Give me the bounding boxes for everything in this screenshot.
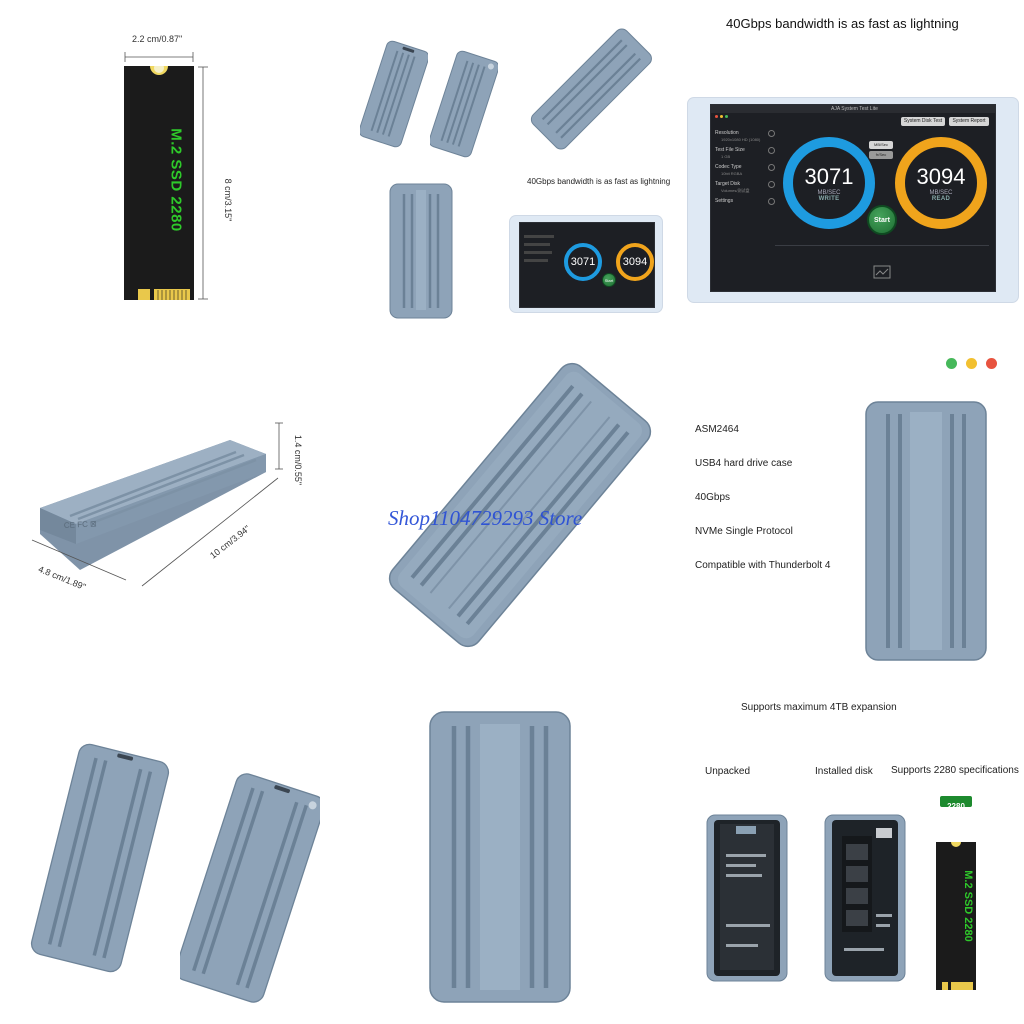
ssd-small-label: M.2 SSD 2280 — [962, 870, 974, 942]
read-ring: 3094 MB/SEC READ — [895, 137, 987, 229]
side-resolution[interactable]: Resolution — [715, 129, 775, 137]
feature-item: NVMe Single Protocol — [695, 526, 793, 537]
side-target-disk[interactable]: Target Disk — [715, 180, 775, 188]
large-monitor-screen: AJA System Test Lite System Disk Test Sy… — [710, 104, 996, 292]
feature-item: Compatible with Thunderbolt 4 — [695, 560, 831, 571]
ssd-width-label: 2.2 cm/0.87" — [132, 34, 183, 44]
small-monitor-caption: 40Gbps bandwidth is as fast as lightning — [527, 177, 671, 186]
side-resolution-value: 1920x1080 HD (1080) — [721, 137, 761, 142]
width-dim-line — [31, 539, 127, 581]
size-badge-label: 2280 — [947, 802, 965, 811]
ssd-length-dim-line — [198, 66, 208, 300]
enclosure-upright-small — [389, 183, 453, 319]
feature-item: ASM2464 — [695, 424, 739, 435]
large-monitor-caption: 40Gbps bandwidth is as fast as lightning — [726, 16, 959, 31]
unit-frsec-pill[interactable]: fr/Sec — [869, 151, 893, 159]
expansion-title: Supports maximum 4TB expansion — [741, 702, 897, 713]
small-monitor: 3071 3094 Start — [510, 216, 662, 312]
read-value: 3094 — [916, 164, 966, 189]
unit-mbsec-pill[interactable]: MB/Sec — [869, 141, 893, 149]
side-settings[interactable]: Settings — [715, 197, 775, 205]
write-unit: MB/SEC — [817, 190, 841, 196]
feature-item: 40Gbps — [695, 492, 731, 503]
enclosure-upright-right — [865, 401, 987, 661]
svg-text:CE FC ⊠: CE FC ⊠ — [64, 519, 97, 530]
enclosure-tilted-1 — [360, 40, 428, 148]
graph-area — [775, 245, 989, 246]
size-badge: 2280 — [940, 796, 972, 811]
app-title-bar: AJA System Test Lite — [711, 105, 995, 118]
enclosure-diagonal-small — [530, 28, 652, 150]
color-dot-green[interactable] — [946, 358, 957, 369]
height-label: 1.4 cm/0.55" — [293, 434, 303, 486]
small-sidebar — [524, 235, 558, 285]
height-dim-line — [275, 422, 283, 470]
store-watermark: Shop1104729293 Store — [388, 506, 583, 530]
color-dot-yellow[interactable] — [966, 358, 977, 369]
unpacked-caption: Unpacked — [705, 766, 751, 777]
side-codec-value: 10bit RGBA — [721, 171, 743, 176]
installed-caption: Installed disk — [815, 766, 873, 777]
spec-caption: Supports 2280 specifications — [891, 765, 1019, 776]
write-ring: 3071 MB/SEC WRITE — [783, 137, 875, 229]
app-title: AJA System Test Lite — [831, 106, 878, 112]
small-write-ring: 3071 — [564, 243, 602, 281]
enclosure-diagonal-large — [388, 362, 652, 648]
enclosure-upright-center — [429, 711, 571, 1003]
write-label: WRITE — [818, 196, 840, 202]
write-value: 3071 — [804, 164, 854, 189]
start-label: Start — [874, 216, 890, 224]
large-monitor: AJA System Test Lite System Disk Test Sy… — [688, 98, 1018, 302]
small-start-label: Start — [604, 277, 614, 283]
ssd-diagram: 2.2 cm/0.87" M.2 SSD 2280 8 cm/3.15" — [110, 30, 240, 305]
open-enclosure-installed — [824, 814, 906, 982]
small-write-value: 3071 — [570, 256, 596, 268]
ssd-width-dim-line — [124, 52, 194, 62]
small-start-button[interactable]: Start — [602, 273, 616, 287]
system-report-button[interactable]: System Report — [949, 117, 989, 126]
read-unit: MB/SEC — [929, 190, 953, 196]
graph-icon[interactable] — [873, 265, 891, 279]
settings-sidebar: Resolution 1920x1080 HD (1080) Test File… — [715, 129, 775, 205]
side-file-size-value: 1 GB — [721, 154, 731, 159]
dimension-diagram: CE FC ⊠ 1.4 cm/0.55" 10 cm/3.94" 4.8 cm/… — [30, 420, 320, 600]
feature-item: USB4 hard drive case — [695, 458, 793, 469]
small-monitor-screen: 3071 3094 Start — [519, 222, 655, 308]
feature-list: ASM2464 USB4 hard drive case 40Gbps NVMe… — [695, 424, 865, 594]
side-codec[interactable]: Codec Type — [715, 163, 775, 171]
ssd-board-small — [936, 842, 976, 990]
start-button[interactable]: Start — [867, 205, 897, 235]
ssd-board — [124, 66, 194, 300]
enclosure-pair-right — [180, 773, 320, 1003]
color-dot-red[interactable] — [986, 358, 997, 369]
side-target-disk-value: Volumes/测试盘 — [721, 188, 750, 193]
length-dim-line — [141, 477, 279, 587]
enclosure-perspective: CE FC ⊠ — [40, 440, 266, 570]
open-enclosure-unpacked — [706, 814, 788, 982]
ssd-label: M.2 SSD 2280 — [167, 128, 185, 232]
read-label: READ — [931, 196, 951, 202]
system-disk-test-button[interactable]: System Disk Test — [901, 117, 945, 126]
color-options — [946, 358, 1006, 372]
small-read-ring: 3094 — [616, 243, 654, 281]
ssd-length-label: 8 cm/3.15" — [223, 178, 233, 222]
enclosure-tilted-2 — [430, 50, 498, 158]
small-read-value: 3094 — [622, 256, 648, 268]
enclosure-pair-left — [30, 743, 170, 973]
side-file-size[interactable]: Test File Size — [715, 146, 775, 154]
